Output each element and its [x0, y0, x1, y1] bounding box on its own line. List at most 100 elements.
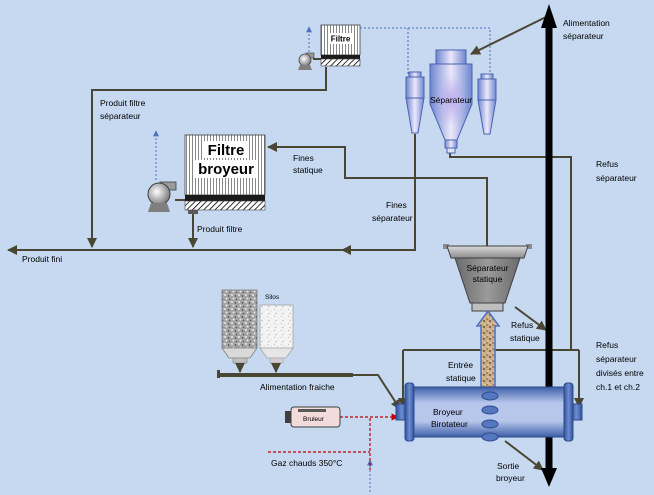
silo-1-outlet — [232, 357, 248, 364]
feed-conveyor-end — [217, 370, 220, 378]
sortie-broyeur-label-line1: Sortie — [497, 461, 519, 471]
broyeur-label-line1: Broyeur — [433, 407, 463, 417]
refus-separateur-label-line1: Refus — [596, 159, 618, 169]
alimentation-separateur-label-line1: Alimentation — [563, 18, 610, 28]
separateur-statique-body — [454, 257, 521, 304]
bruleur: Bruleur — [285, 406, 341, 428]
fines-statique-label-line1: Fines — [293, 153, 314, 163]
bruleur-label: Bruleur — [303, 416, 325, 423]
broyeur-diaphragm-port — [481, 391, 499, 401]
entree-statique-label-line2: statique — [446, 373, 476, 383]
separateur-label: Séparateur — [430, 95, 472, 105]
flow-labels: Alimentation séparateur Produit filtre s… — [22, 18, 644, 483]
refus-separateur-divises-label-line2: séparateur — [596, 354, 637, 364]
silo-2-hopper — [259, 347, 294, 359]
bruleur-nozzle — [285, 411, 292, 423]
cyclone-left-cylinder — [405, 76, 425, 99]
separateur-statique-rim — [446, 245, 529, 259]
filtre-separateur: Filtre — [320, 24, 361, 67]
entree-statique-arrow — [475, 309, 501, 389]
filtre-broyeur-label-bg-1 — [203, 141, 249, 158]
broyeur-diaphragm-port — [481, 432, 499, 442]
fan-icon — [147, 181, 177, 212]
separateur-top-housing — [435, 49, 467, 65]
separateur-statique-outlet — [471, 302, 504, 312]
fan-base — [148, 203, 170, 212]
separateur: Séparateur — [405, 49, 497, 154]
broyeur-birotateur: Broyeur Birotateur — [395, 382, 583, 442]
produit-filtre-separateur-label-line2: séparateur — [100, 111, 141, 121]
alimentation-separateur-label-line2: séparateur — [563, 31, 604, 41]
small-fan-base — [298, 65, 312, 70]
refus-statique-label-line2: statique — [510, 333, 540, 343]
filtre-separateur-base — [321, 55, 360, 59]
fines-separateur-label-line2: séparateur — [372, 213, 413, 223]
filtre-broyeur-label-line2: broyeur — [198, 161, 254, 178]
refus-separateur-divises-label-line1: Refus — [596, 340, 618, 350]
separateur-outlet — [444, 139, 458, 149]
fan-icon — [298, 52, 315, 70]
filtre-broyeur-label-bg-2 — [195, 160, 257, 178]
entree-statique-label-line1: Entrée — [448, 360, 473, 370]
fines-separateur-line — [341, 134, 416, 255]
broyeur-end-cap-left — [404, 382, 415, 442]
filtre-broyeur: Filtre broyeur — [184, 134, 266, 214]
fines-statique-line — [267, 142, 488, 246]
separateur-statique-ear-left — [443, 244, 449, 249]
separateur-statique-label-line1: Séparateur — [466, 263, 508, 273]
separator-dedusting-line-right — [360, 27, 491, 80]
produit-filtre-separateur-line — [87, 67, 327, 248]
feed-conveyor — [217, 373, 353, 377]
silo-2 — [259, 304, 294, 349]
produit-fini-label: Produit fini — [22, 254, 62, 264]
fines-separateur-label-line1: Fines — [386, 200, 407, 210]
cyclone-right-cone — [477, 99, 497, 135]
hot-gas-lines — [268, 413, 399, 470]
separateur-statique-ear-right — [526, 244, 532, 249]
broyeur-label-line2: Birotateur — [431, 419, 468, 429]
sortie-broyeur-line — [504, 440, 544, 471]
alimentation-fraiche-line — [352, 374, 401, 410]
separateur-statique: Séparateur statique — [443, 244, 532, 312]
separateur-glow — [435, 74, 467, 126]
silos-label: Silos — [265, 294, 280, 301]
cyclone-left-cone — [405, 97, 425, 134]
refus-separateur-label-line2: séparateur — [596, 173, 637, 183]
filtre-separateur-label: Filtre — [331, 35, 351, 44]
silo-2-outlet — [269, 357, 284, 364]
air-flow-lines — [153, 26, 491, 492]
refus-separateur-line — [449, 152, 572, 350]
filtre-separateur-label-bg — [329, 33, 352, 44]
refus-statique-line — [514, 306, 547, 331]
separateur-outlet-flange — [446, 147, 456, 154]
gaz-chauds-label: Gaz chauds 350°C — [271, 458, 342, 468]
alimentation-separateur-line — [470, 16, 547, 55]
filtre-broyeur-base — [185, 195, 265, 201]
filtre-broyeur-outlet — [188, 210, 198, 214]
bucket-elevator — [541, 4, 557, 487]
filtre-broyeur-label-line1: Filtre — [208, 142, 245, 159]
silo-1-hopper — [221, 347, 258, 359]
fines-statique-label-line2: statique — [293, 165, 323, 175]
filtre-separateur-hopper — [320, 58, 361, 67]
separateur-statique-label-line2: statique — [473, 274, 503, 284]
broyeur-diaphragm-port — [481, 419, 499, 429]
silos: Silos — [217, 289, 353, 378]
broyeur-end-cap-right — [563, 382, 574, 442]
refus-separateur-divises-label-line3: divisés entre — [596, 368, 644, 378]
bruleur-stripe — [298, 409, 326, 412]
flow-lines — [7, 16, 584, 471]
silo-1 — [221, 289, 258, 349]
produit-filtre-label: Produit filtre — [197, 224, 243, 234]
alimentation-fraiche-label: Alimentation fraiche — [260, 382, 335, 392]
filtre-broyeur-hopper — [184, 200, 266, 211]
broyeur-diaphragm-port — [481, 405, 499, 415]
refus-statique-label-line1: Refus — [511, 320, 533, 330]
cyclone-right-cylinder — [477, 78, 497, 101]
produit-filtre-separateur-label-line1: Produit filtre — [100, 98, 146, 108]
refus-separateur-divises-label-line4: ch.1 et ch.2 — [596, 382, 640, 392]
sortie-broyeur-label-line2: broyeur — [496, 473, 525, 483]
cyclone-left-inlet — [408, 71, 422, 78]
cyclone-right-inlet — [480, 73, 494, 80]
